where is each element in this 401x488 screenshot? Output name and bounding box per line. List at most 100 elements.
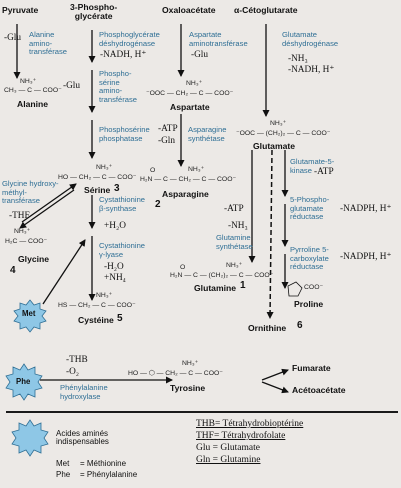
glycine-nh3: NH₃⁺	[14, 228, 31, 235]
enzyme-phosphoserine-phosphatase: Phosphosérine phosphatase	[99, 125, 150, 143]
arrow-glutamate-ornithine	[266, 149, 274, 319]
asparagine-nh3: NH₃⁺	[188, 166, 205, 173]
metabolite-cysteine: Cystéine	[78, 315, 114, 325]
legend-glu-def: Glu = Glutamate	[196, 443, 260, 453]
enzyme-glutamine-synthetase: Glutamine synthétase	[216, 233, 253, 251]
legend-phe-def: = Phénylalanine	[80, 470, 138, 479]
enzyme-glutamate-5-kinase: Glutamate-5- kinase	[290, 157, 335, 175]
metabolite-proline: Proline	[294, 299, 324, 309]
serine-structure: HO — CH₂ — C — COO⁻	[58, 174, 137, 181]
cofactor-atp-glutamine: -ATP	[224, 204, 244, 214]
aspartate-nh3: NH₃⁺	[186, 80, 203, 87]
metabolite-phe: Phe	[16, 377, 31, 386]
enzyme-asparagine-synthetase: Asparagine synthétase	[188, 125, 227, 143]
cofactor-o2: -O₂	[66, 367, 80, 377]
cysteine-nh3: NH₃⁺	[96, 292, 113, 299]
legend-gln-def: Gln = Glutamine	[196, 455, 261, 465]
alanine-structure: CH₃ — C — COO⁻	[4, 87, 62, 94]
legend-phe-key: Phe	[56, 470, 71, 479]
cofactor-h2o-lyase: -H₂O	[104, 262, 124, 272]
cofactor-nadph-1: -NADPH, H⁺	[340, 204, 392, 214]
enzyme-glycine-hydroxymethyltransferase: Glycine hydroxy- méthyl- transférase	[2, 179, 59, 205]
enzyme-cystathionine-synthase: Cystathionine β-synthase	[99, 195, 146, 213]
metabolite-glycine: Glycine	[18, 254, 50, 264]
enzyme-alanine-aminotransferase: Alanine amino- transférase	[29, 30, 67, 56]
legend-starburst-icon	[11, 419, 49, 457]
aspartate-structure: ⁻OOC — CH₂ — C — COO⁻	[146, 90, 234, 97]
legend-met-key: Met	[56, 459, 70, 468]
metabolite-serine: Sérine	[84, 185, 111, 195]
glutamine-structure: H₂N — C — (CH₂)₂ — C — COO⁻	[170, 272, 274, 279]
metabolite-glutamine: Glutamine	[194, 283, 237, 293]
cofactor-nh3-gdh: -NH₃	[288, 54, 308, 64]
enzyme-phosphoserine-aminotransferase: Phospho- sérine amino- transférase	[99, 69, 137, 104]
serine-nh3: NH₃⁺	[96, 164, 113, 171]
enzyme-phenylalanine-hydroxylase: Phénylalanine hydroxylase	[60, 383, 108, 401]
metabolite-fumarate: Fumarate	[292, 363, 331, 373]
arrow-serine-glycine	[19, 189, 75, 229]
legend-thb-def: THB= Tétrahydrobioptérine	[196, 419, 304, 429]
metabolite-aspartate: Aspartate	[170, 102, 210, 112]
ornithine-number: 6	[297, 320, 303, 331]
serine-number: 3	[114, 183, 120, 194]
metabolite-ornithine: Ornithine	[248, 323, 287, 333]
tyrosine-structure: HO — ⬡ — CH₂ — C — COO⁻	[128, 370, 223, 377]
glycine-structure: H₂C — COO⁻	[5, 238, 48, 245]
arrow-glycine-serine	[21, 183, 77, 223]
cofactor-gln-asparagine: -Gln	[158, 136, 176, 146]
enzyme-pyrroline-reductase: Pyrroline 5- carboxylate réductase	[290, 245, 329, 271]
enzyme-glutamate-dehydrogenase: Glutamate déshydrogénase	[282, 30, 339, 48]
asparagine-structure: H₂N — C — CH₂ — C — COO⁻	[140, 176, 237, 183]
glycine-number: 4	[10, 265, 16, 276]
cofactor-h2o-cystathionine: +H₂O	[104, 221, 126, 231]
cofactor-nh3-glutamine: -NH₃	[228, 221, 248, 231]
metabolite-acetoacetate: Acétoacétate	[292, 385, 346, 395]
phe-starburst	[5, 363, 43, 401]
enzyme-phosphoglycerate-dehydrogenase: Phosphoglycérate déshydrogénase	[99, 30, 160, 48]
arrow-met-cystathionine	[42, 239, 86, 305]
glutamine-oxo: O	[180, 264, 186, 271]
cofactor-nadph-2: -NADPH, H⁺	[340, 252, 392, 262]
cysteine-number: 5	[117, 313, 123, 324]
asparagine-oxo: O	[150, 167, 156, 174]
metabolite-oxaloacetate: Oxaloacétate	[162, 5, 216, 15]
legend-thf-def: THF= Tétrahydrofolate	[196, 431, 286, 441]
glutamate-structure: ⁻OOC — (CH₂)₂ — C — COO⁻	[236, 130, 331, 137]
cofactor-nadh-phosphoglycerate: -NADH, H⁺	[100, 50, 147, 60]
enzyme-phosphoglutamate-reductase: 5-Phospho- glutamate réductase	[290, 195, 330, 221]
cofactor-glu-phosphoserine: -Glu	[63, 81, 81, 91]
metabolite-glutamate: Glutamate	[253, 141, 296, 151]
met-starburst	[13, 299, 47, 333]
metabolite-alpha-ketoglutarate: α-Cétoglutarate	[234, 5, 298, 15]
asparagine-number: 2	[155, 199, 161, 210]
glutamine-number: 1	[240, 280, 246, 291]
cofactor-thb: -THB	[66, 355, 88, 365]
proline-ring	[287, 281, 303, 297]
proline-cooh: COO⁻	[304, 284, 324, 291]
metabolite-asparagine: Asparagine	[162, 189, 209, 199]
legend-essential-label: Acides aminés indispensables	[56, 429, 109, 447]
arrow-tyrosine-acetoacetate	[261, 381, 289, 394]
glutamate-nh3: NH₃⁺	[270, 120, 287, 127]
tyrosine-nh3: NH₃⁺	[182, 360, 199, 367]
metabolite-3-phosphoglycerate: 3-Phospho- glycérate	[70, 2, 118, 22]
cofactor-atp-g5k: -ATP	[314, 167, 334, 177]
cofactor-nadh-gdh: -NADH, H⁺	[288, 65, 335, 75]
cysteine-structure: HS — CH₂ — C — COO⁻	[58, 302, 136, 309]
metabolite-alanine: Alanine	[17, 99, 49, 109]
cofactor-atp-asparagine: -ATP	[158, 124, 178, 134]
cofactor-glu-alanine: -Glu	[4, 33, 22, 43]
cofactor-glu-aspartate: -Glu	[191, 50, 209, 60]
alanine-nh3: NH₃⁺	[20, 78, 37, 85]
legend-met-def: = Méthionine	[80, 459, 127, 468]
cofactor-nh4-lyase: +NH₄	[104, 273, 126, 283]
enzyme-cystathionine-lyase: Cystathionine γ-lyase	[99, 241, 146, 259]
glutamine-nh3: NH₃⁺	[226, 262, 243, 269]
metabolite-met: Met	[22, 309, 36, 318]
metabolite-tyrosine: Tyrosine	[170, 383, 206, 393]
arrow-tyrosine-fumarate	[261, 368, 289, 381]
enzyme-aspartate-aminotransferase: Aspartate aminotransférase	[189, 30, 248, 48]
cofactor-thf: -THF	[9, 211, 30, 221]
